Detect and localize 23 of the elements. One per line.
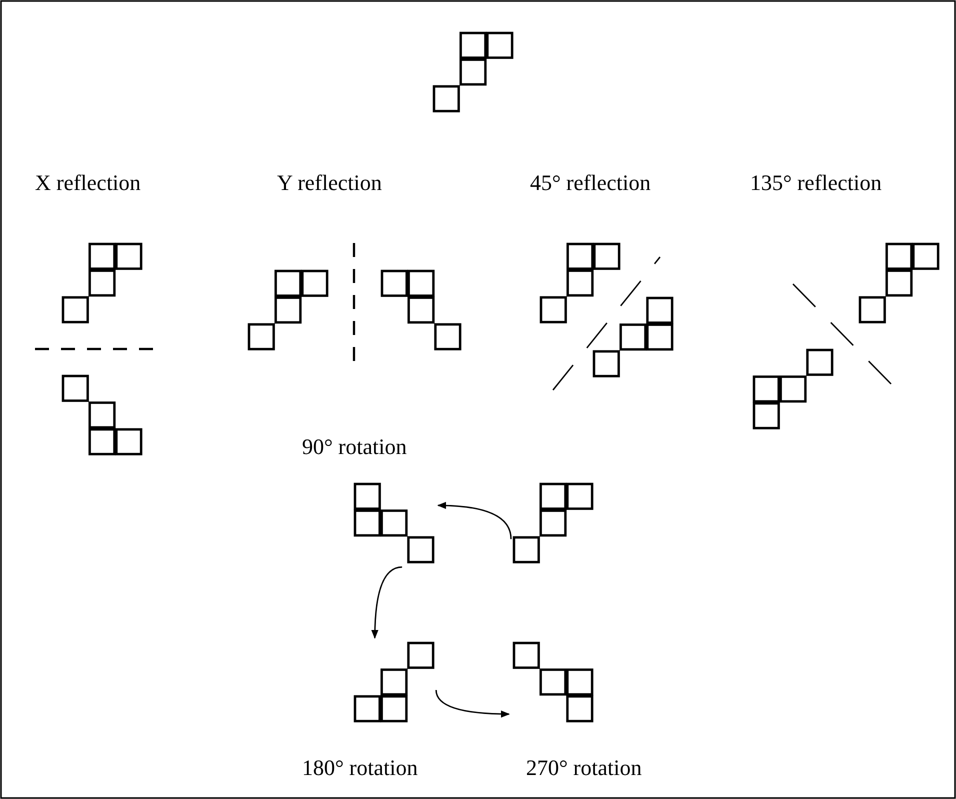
transformation-label: Y reflection: [277, 170, 382, 196]
curved-arrow: [435, 690, 510, 718]
polyomino-drawing: [513, 483, 594, 564]
polyomino-drawing: [62, 243, 142, 324]
transformation-label: 45° reflection: [530, 170, 651, 196]
polyomino-drawing: [433, 32, 514, 112]
polyomino-drawing: [859, 243, 940, 324]
transformation-label: 270° rotation: [526, 755, 642, 781]
transformation-label: 90° rotation: [302, 434, 407, 460]
curved-arrow: [371, 566, 402, 639]
transformation-label: X reflection: [35, 170, 141, 196]
polyomino-drawing: [593, 297, 674, 378]
curved-arrow: [437, 502, 512, 540]
polyomino-drawing: [540, 243, 620, 324]
polyomino-drawing: [248, 270, 328, 350]
polyomino-drawing: [381, 270, 462, 350]
polyomino-drawing: [354, 483, 434, 564]
transformation-label: 180° rotation: [302, 755, 418, 781]
polyomino-drawing: [354, 642, 434, 722]
polyomino-drawing: [753, 349, 834, 430]
polyomino-drawing: [513, 642, 594, 722]
polyomino-drawing: [62, 375, 142, 456]
transformation-label: 135° reflection: [750, 170, 882, 196]
